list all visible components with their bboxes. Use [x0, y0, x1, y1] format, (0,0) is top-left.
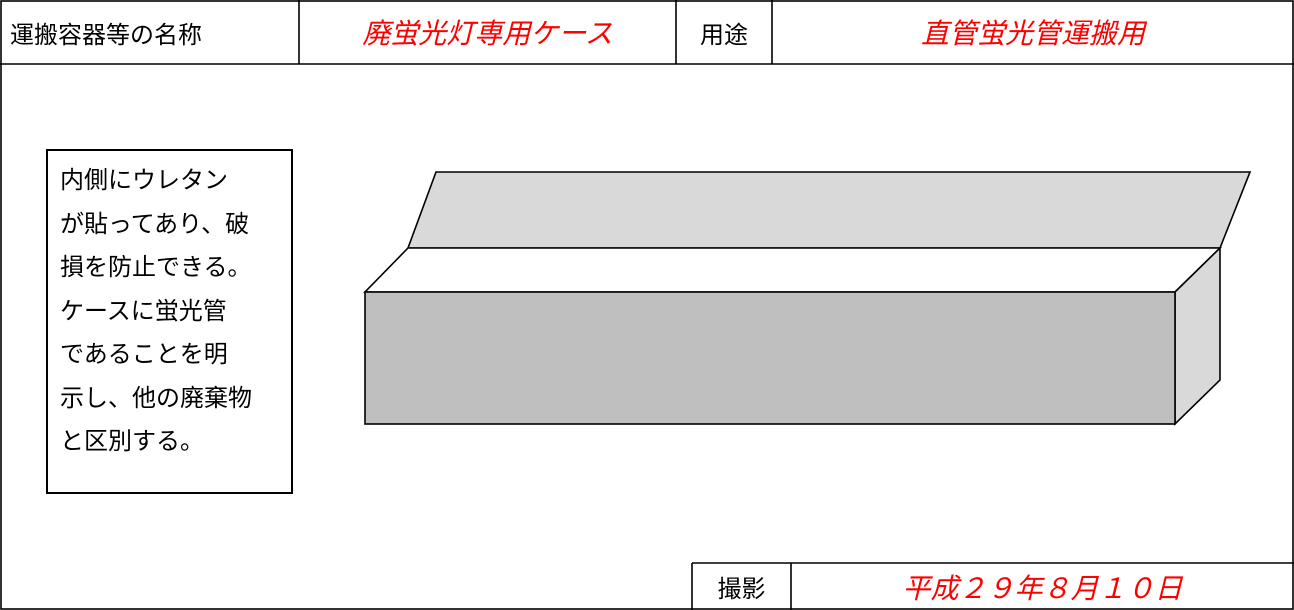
note-line: が貼ってあり、破 — [60, 209, 250, 238]
case-top-opening — [363, 247, 1222, 293]
container-name-label: 運搬容器等の名称 — [10, 20, 202, 49]
container-name-value: 廃蛍光灯専用ケース — [362, 17, 613, 50]
note-line: ケースに蛍光管 — [60, 296, 227, 325]
case-lid — [406, 171, 1252, 249]
description-note: 内側にウレタン が貼ってあり、破 損を防止できる。 ケースに蛍光管 であることを… — [46, 149, 293, 494]
usage-value: 直管蛍光管運搬用 — [920, 17, 1145, 50]
photo-label: 撮影 — [717, 575, 766, 603]
note-line: と区別する。 — [60, 427, 204, 455]
note-line: 損を防止できる。 — [60, 253, 252, 281]
note-line: 内側にウレタン — [60, 166, 228, 194]
case-front-face — [364, 291, 1176, 425]
note-line: であることを明 — [60, 340, 228, 368]
usage-label: 用途 — [700, 20, 748, 49]
photo-date: 平成２９年８月１０日 — [902, 571, 1183, 605]
note-line: 示し、他の廃棄物 — [60, 383, 252, 412]
